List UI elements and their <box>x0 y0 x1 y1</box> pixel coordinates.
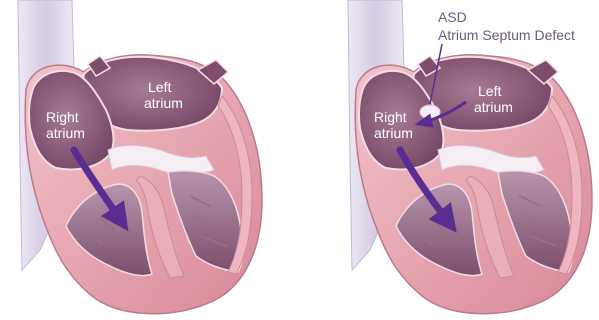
right-atrium-label-line2: atrium <box>46 125 85 141</box>
asd-abbreviation-label: ASD <box>438 9 467 25</box>
left-atrium-label-line1: Left <box>148 79 171 95</box>
asd-full-name-label: Atrium Septum Defect <box>438 27 575 43</box>
normal-heart-illustration: Right atrium Left atrium <box>18 0 262 314</box>
right-atrium-label-line2: atrium <box>374 125 413 141</box>
asd-heart-illustration: Right atrium Left atrium <box>348 0 592 314</box>
right-atrium-label-line1: Right <box>374 109 407 125</box>
right-atrium-label-line1: Right <box>46 109 79 125</box>
left-atrium-label-line2: atrium <box>144 95 183 111</box>
left-atrium-label-line1: Left <box>478 83 501 99</box>
left-atrium-label-line2: atrium <box>474 99 513 115</box>
